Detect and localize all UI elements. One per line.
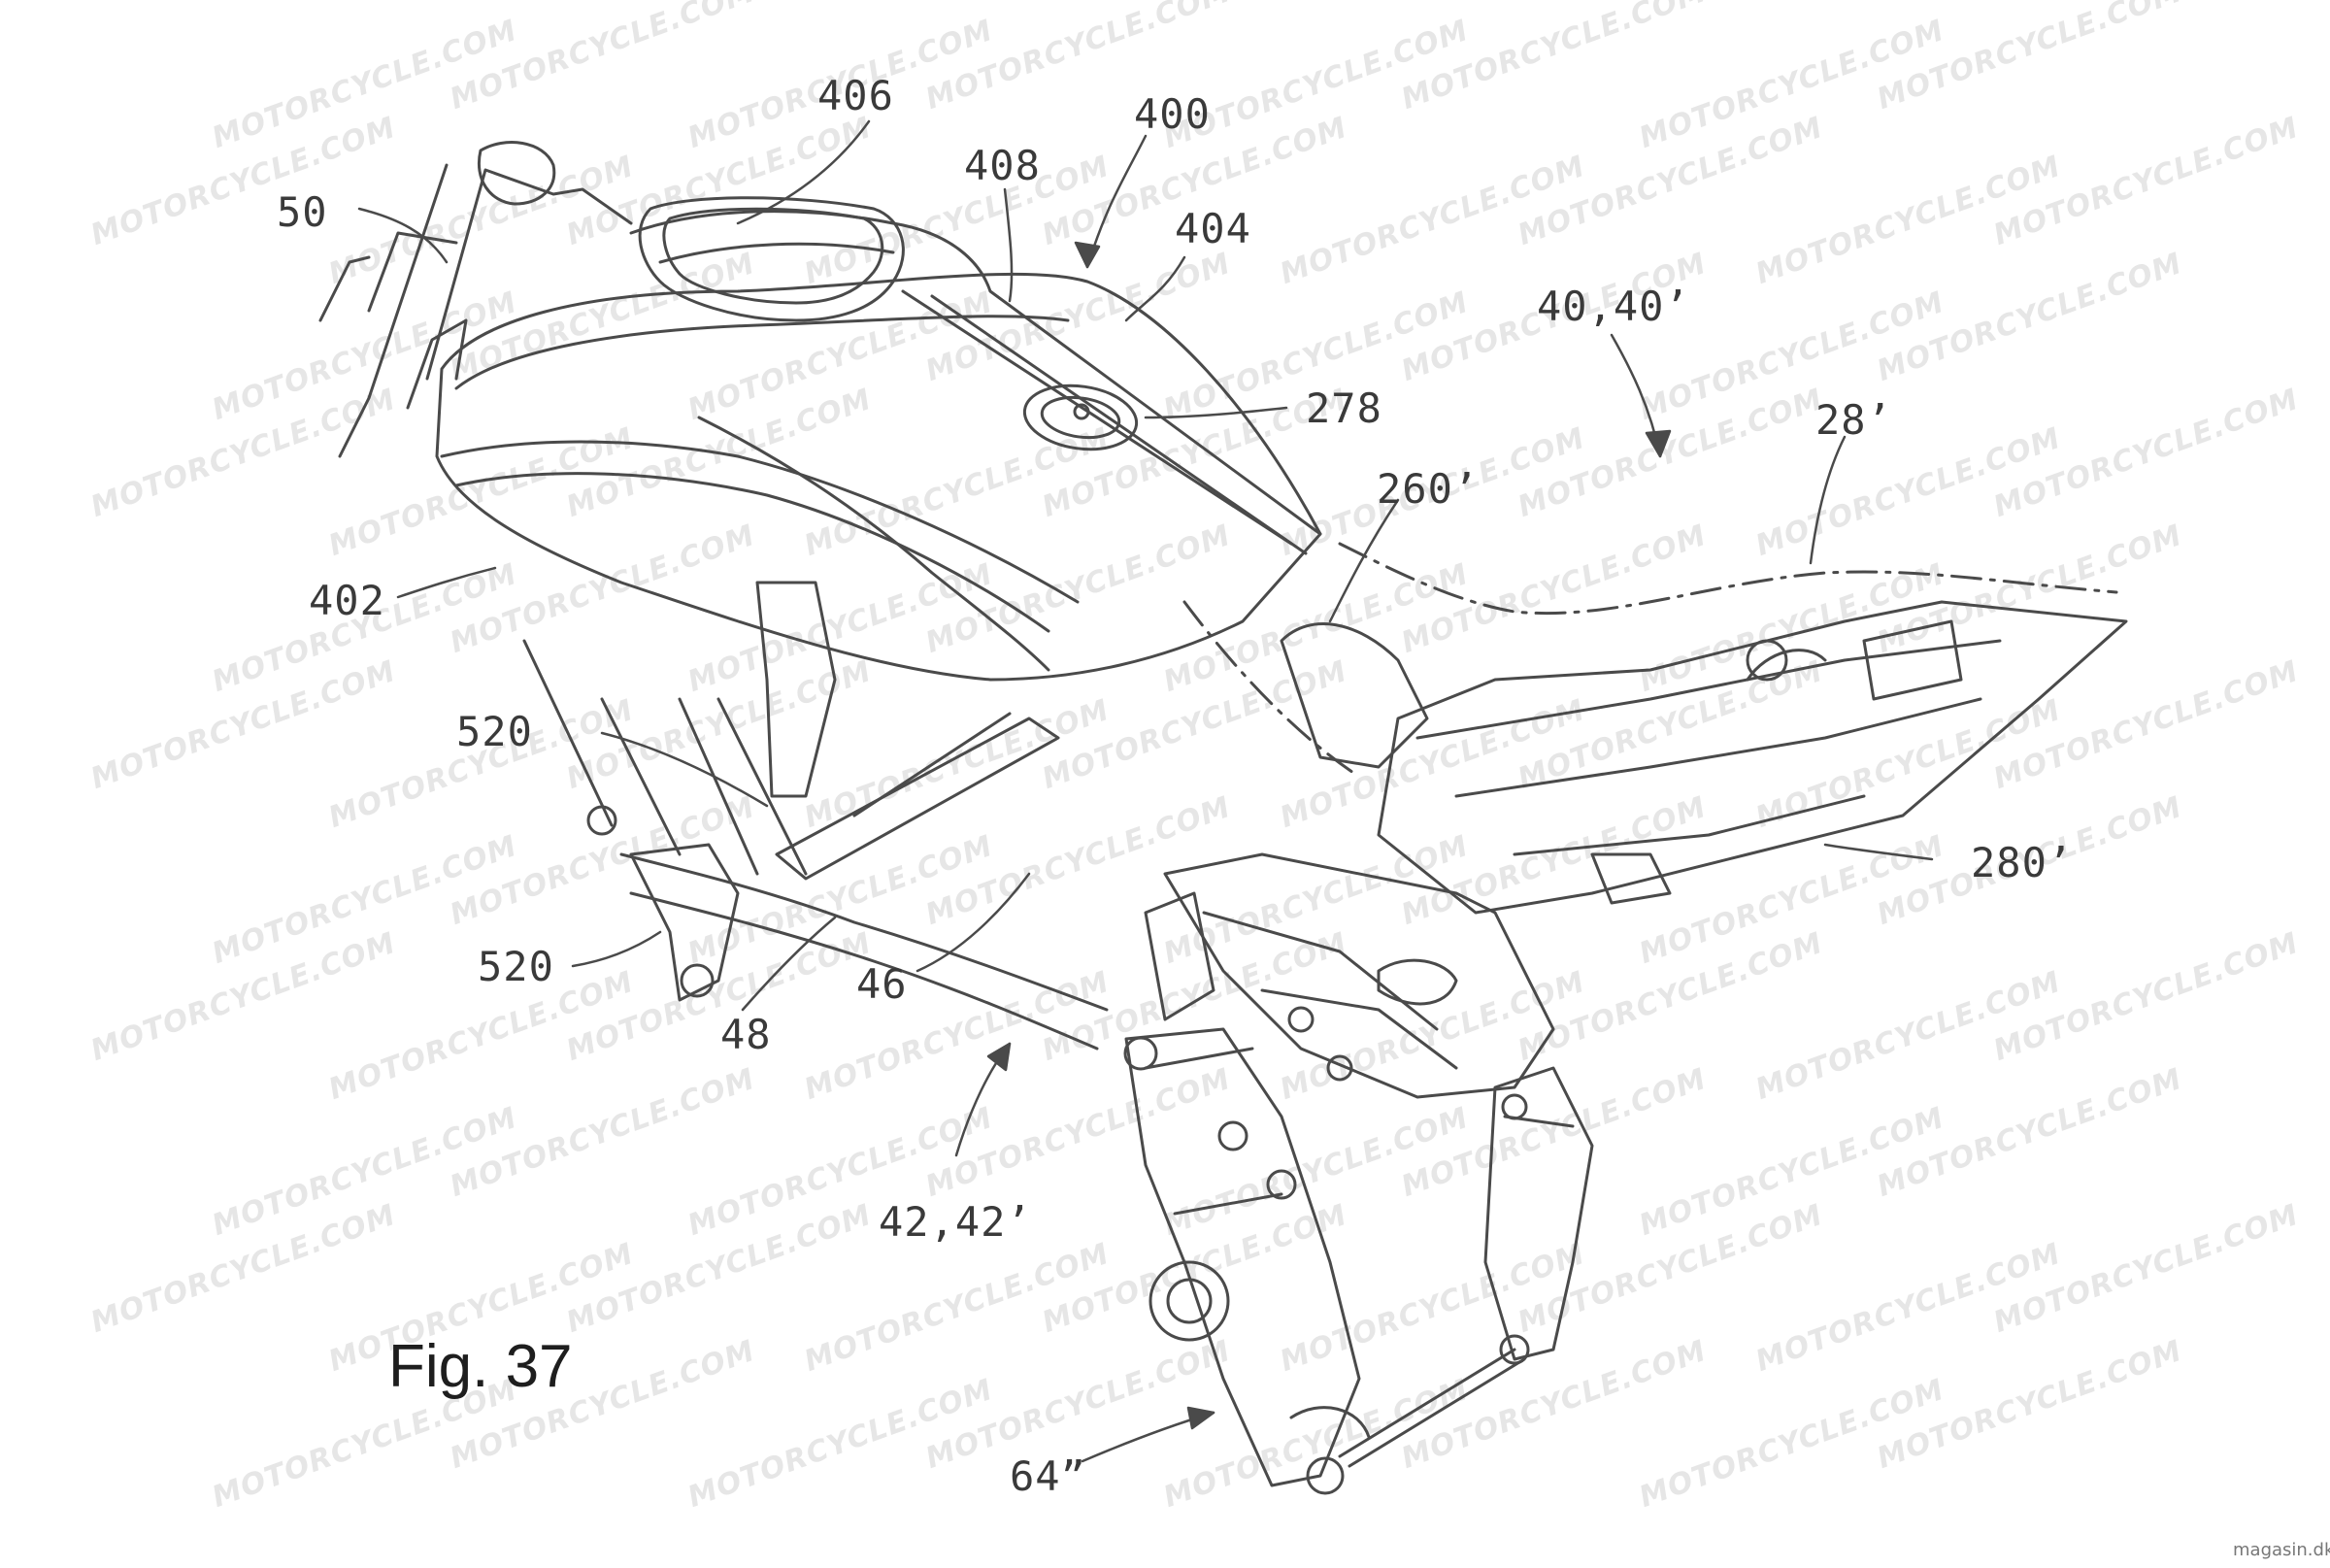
ref-42: 42,42’: [879, 1198, 1032, 1246]
frame-tube-46: [775, 717, 1060, 881]
figure-caption: Fig. 37: [388, 1333, 573, 1400]
credit-text: magasin.dk: [2233, 1540, 2330, 1560]
engine-mount-upper: [755, 581, 837, 798]
rear-subframe: [1377, 600, 2128, 915]
ref-406: 406: [817, 72, 894, 119]
frame-side-plate: [1163, 852, 1555, 1099]
leader-lines: [357, 119, 1934, 1463]
tank-window: [638, 196, 905, 322]
ref-520-lower: 520: [478, 943, 554, 990]
swingarm-pivot: [1124, 1027, 1361, 1487]
ref-520-upper: 520: [456, 708, 533, 755]
head-stock: [478, 141, 556, 206]
battery-box: [1280, 622, 1429, 769]
ref-46: 46: [856, 960, 908, 1008]
ref-48: 48: [720, 1011, 772, 1058]
ref-408: 408: [964, 142, 1041, 189]
frame-tube-48: [619, 852, 1109, 1012]
axle-rod: [1338, 1348, 1516, 1458]
fuel-cap: [1022, 384, 1139, 451]
ref-402: 402: [309, 577, 385, 624]
ref-28: 28’: [1815, 396, 1892, 444]
rear-hanger: [1483, 1066, 1594, 1361]
ref-400: 400: [1134, 90, 1211, 138]
ref-404: 404: [1175, 205, 1251, 252]
ref-64: 64”: [1010, 1452, 1086, 1500]
ref-50: 50: [277, 188, 328, 236]
tank-top-deck: [629, 210, 1322, 536]
seat-outline: [1338, 542, 2118, 616]
fuel-tank-shell: [435, 272, 1322, 682]
engine-mount-lower: [629, 843, 740, 1002]
ref-260: 260’: [1377, 465, 1480, 513]
ref-278: 278: [1306, 384, 1382, 432]
ref-40: 40,40’: [1537, 283, 1690, 330]
ref-280: 280’: [1971, 839, 2074, 886]
